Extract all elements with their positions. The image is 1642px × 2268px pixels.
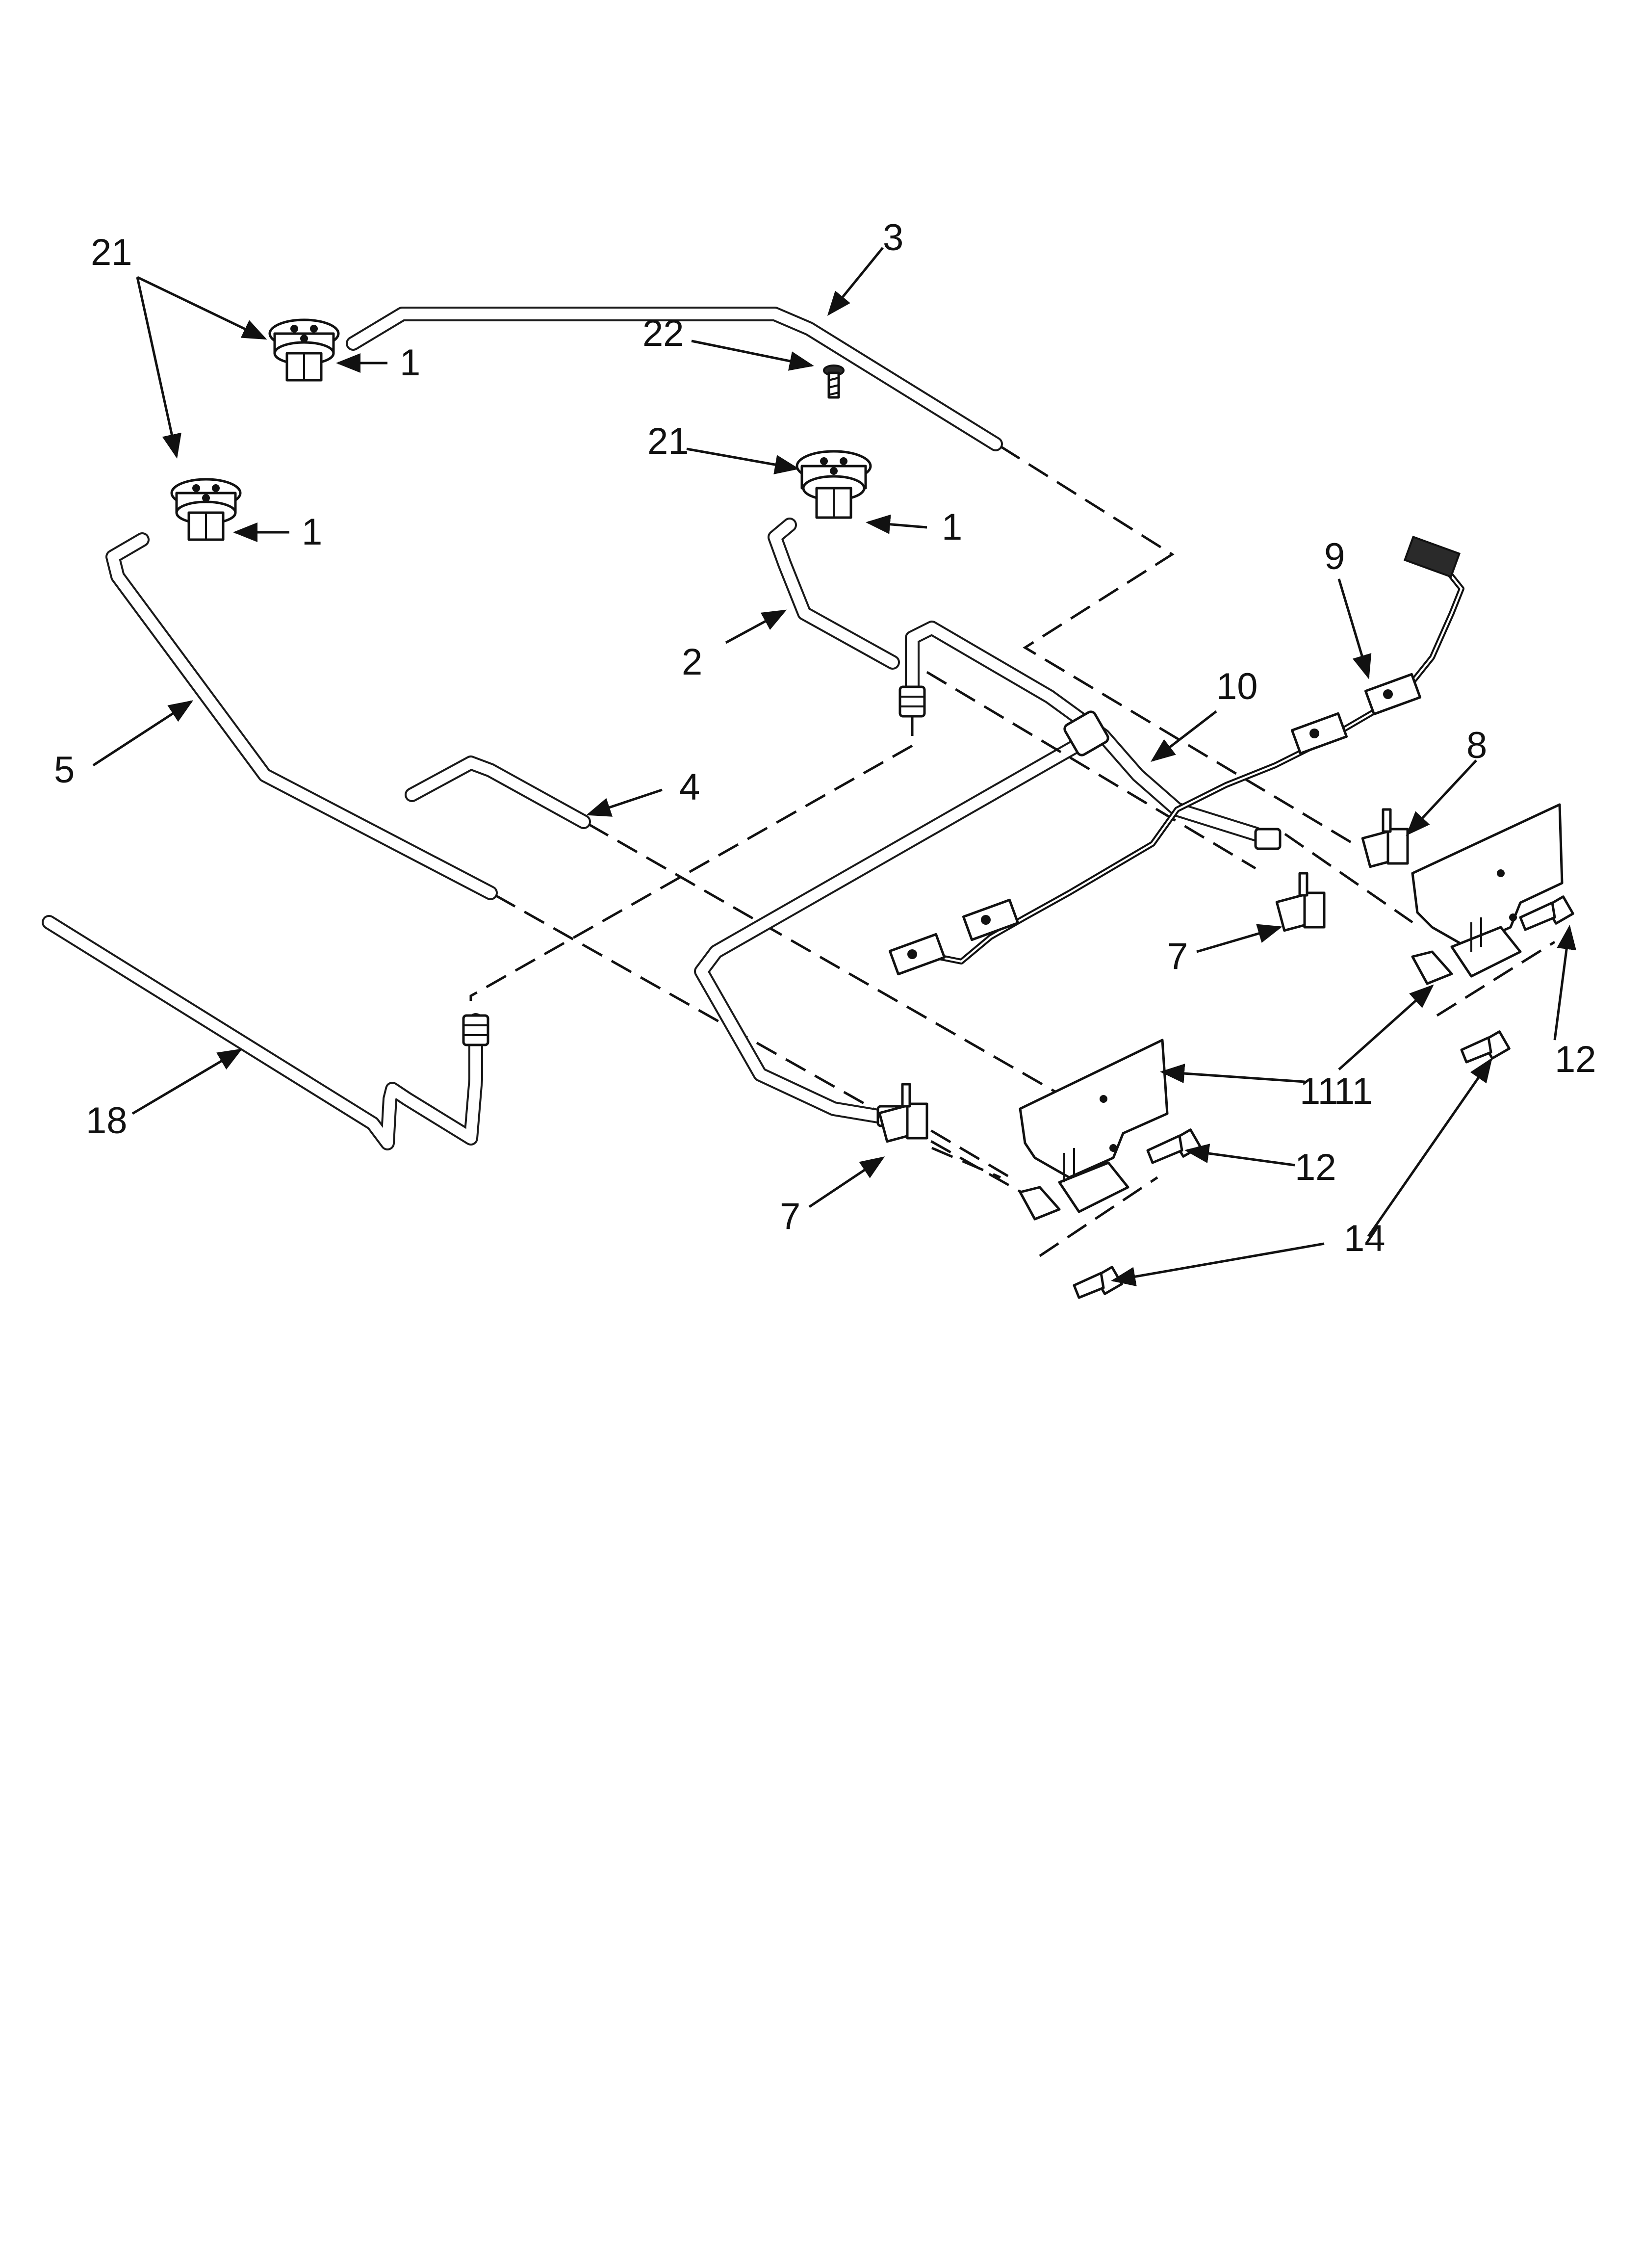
gas-line-18 (42, 915, 489, 1150)
harness-connector-4 (1364, 673, 1422, 716)
callout-22: 22 (642, 313, 684, 354)
gas-tube-3 (346, 307, 1003, 451)
callout-1-center: 1 (942, 506, 962, 548)
burner-center (795, 450, 872, 519)
assembly-line-tube-5 (494, 894, 1031, 1199)
harness-plug (1403, 535, 1461, 578)
callout-21-center: 21 (647, 420, 689, 462)
bracket-11-left (1019, 1039, 1169, 1221)
ignition-harness-9 (888, 535, 1464, 976)
callout-12-right: 12 (1555, 1039, 1596, 1080)
callout-3: 3 (883, 217, 903, 259)
callout-4: 4 (679, 766, 700, 808)
screw-14-right (1460, 1030, 1511, 1064)
callout-9: 9 (1324, 536, 1345, 577)
bracket-11-right (1411, 803, 1564, 985)
burner-left (170, 478, 242, 541)
burner-top-left (268, 318, 340, 382)
callout-21-top-left: 21 (91, 232, 132, 273)
screw-22 (823, 365, 845, 399)
callout-1-top-left: 1 (400, 342, 420, 384)
harness-connector-1 (888, 933, 946, 976)
gas-tube-5 (105, 532, 498, 900)
callout-labels: 21 1 1 1 22 21 3 2 5 4 9 10 8 7 7 11 11 … (54, 217, 1596, 1259)
harness-connector-3 (1290, 712, 1348, 755)
callout-18: 18 (86, 1100, 128, 1142)
assembly-line-bracket-left (1039, 1176, 1158, 1257)
assembly-line-tube-4 (588, 823, 1060, 1095)
screw-12-right (1519, 895, 1574, 931)
callout-10: 10 (1216, 666, 1258, 707)
assembly-line-bracket-right (1436, 940, 1556, 1017)
screw-14-left (1073, 1266, 1123, 1299)
gas-tube-2 (768, 518, 900, 670)
switch-7-right (1275, 872, 1326, 932)
callout-7-right: 7 (1167, 936, 1188, 977)
assembly-line-tube-3 (1000, 445, 1355, 845)
harness-connector-2 (962, 898, 1020, 941)
callout-11-right: 11 (1334, 1070, 1373, 1112)
manifold-pipe-10 (694, 621, 1282, 1127)
leader-arrows (92, 247, 1577, 1286)
callout-5: 5 (54, 749, 75, 791)
callout-7-left: 7 (780, 1196, 800, 1237)
callout-2: 2 (682, 641, 702, 683)
screw-12-left (1146, 1128, 1202, 1164)
switch-7-left (878, 1083, 928, 1143)
callout-1-left: 1 (302, 511, 322, 553)
assembly-line-manifold (469, 716, 914, 1001)
gas-tube-4 (405, 756, 591, 829)
switch-8 (1361, 808, 1409, 868)
callout-11-left: 11 (1300, 1070, 1338, 1112)
callout-12-left: 12 (1295, 1147, 1336, 1188)
callout-14: 14 (1344, 1218, 1385, 1259)
callout-8: 8 (1466, 725, 1487, 766)
assembly-line-manifold-right (926, 671, 1413, 924)
